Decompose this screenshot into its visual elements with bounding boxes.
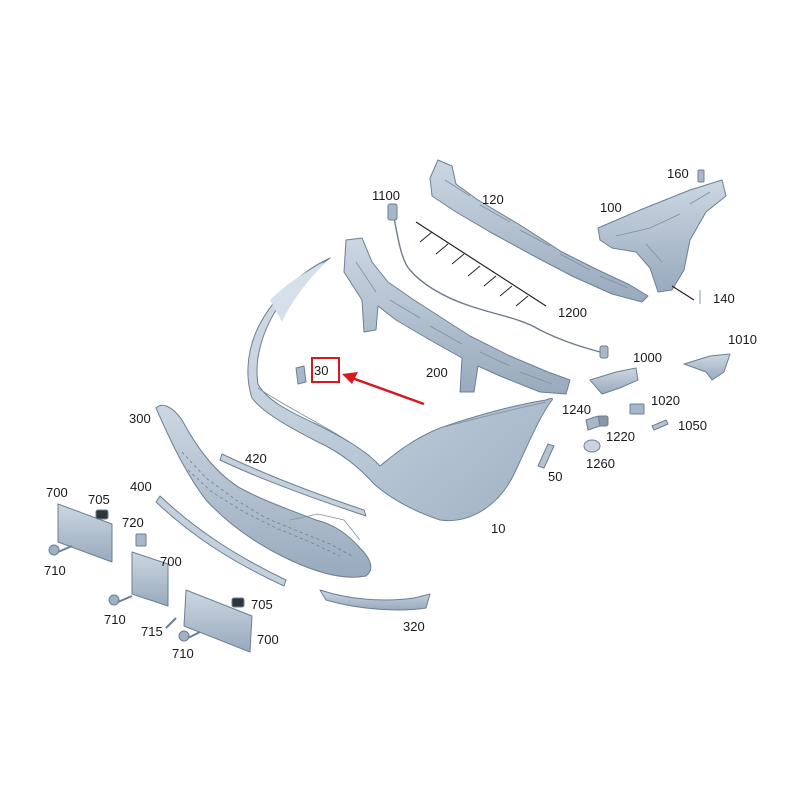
part-1100-wire-harness <box>387 203 609 359</box>
label-1100: 1100 <box>372 188 400 203</box>
label-320: 320 <box>403 619 425 634</box>
part-200-carrier <box>343 237 571 395</box>
part-420-trim-strip <box>219 453 367 517</box>
highlight-box-30 <box>311 357 340 383</box>
label-50: 50 <box>548 469 562 484</box>
label-705-a: 705 <box>88 492 110 507</box>
label-200: 200 <box>426 365 448 380</box>
label-700-a: 700 <box>46 485 68 500</box>
part-700-plate-c <box>183 589 253 653</box>
label-30: 30 <box>314 363 328 378</box>
label-710-b: 710 <box>104 612 126 627</box>
part-710-screw-b <box>108 594 133 606</box>
part-400-lower-strip <box>155 495 287 587</box>
part-30-small-piece <box>295 365 307 385</box>
part-700-plate-b <box>131 551 169 607</box>
part-1220-holder <box>585 415 601 431</box>
part-1050-clip <box>651 419 669 431</box>
label-700-c: 700 <box>257 632 279 647</box>
part-715-pin <box>165 617 177 629</box>
part-320-lip <box>319 589 431 611</box>
part-300-lower-grille <box>155 404 372 578</box>
part-120-upper-rail <box>429 159 649 303</box>
label-1240: 1240 <box>562 402 591 417</box>
label-1000: 1000 <box>633 350 662 365</box>
label-140: 140 <box>713 291 735 306</box>
label-715: 715 <box>141 624 163 639</box>
part-720-clip <box>135 533 147 547</box>
part-705-clip-a <box>95 509 109 520</box>
part-1020-sensor <box>629 403 645 415</box>
label-420: 420 <box>245 451 267 466</box>
part-710-screw-a <box>48 544 73 556</box>
label-700-b: 700 <box>160 554 182 569</box>
label-1200: 1200 <box>558 305 587 320</box>
part-1200-hatched-strip <box>415 221 547 307</box>
part-710-screw-c <box>178 630 201 642</box>
highlight-arrow <box>342 372 425 406</box>
part-705-clip-b <box>231 597 245 608</box>
part-1000-bracket <box>589 367 639 395</box>
label-1020: 1020 <box>651 393 680 408</box>
label-1220: 1220 <box>606 429 635 444</box>
label-160: 160 <box>667 166 689 181</box>
part-50-strip <box>537 443 555 469</box>
part-1010-bracket <box>683 353 731 381</box>
label-400: 400 <box>130 479 152 494</box>
label-100: 100 <box>600 200 622 215</box>
label-300: 300 <box>129 411 151 426</box>
label-1010: 1010 <box>728 332 757 347</box>
label-720: 720 <box>122 515 144 530</box>
label-710-c: 710 <box>172 646 194 661</box>
part-100-side-bracket <box>597 179 727 293</box>
part-1260-sensor <box>583 439 601 453</box>
part-160-clip <box>697 169 705 183</box>
label-10: 10 <box>491 521 505 536</box>
label-705-b: 705 <box>251 597 273 612</box>
label-120: 120 <box>482 192 504 207</box>
part-140-strip <box>671 285 701 304</box>
label-1260: 1260 <box>586 456 615 471</box>
label-710-a: 710 <box>44 563 66 578</box>
part-700-plate-a <box>57 503 113 563</box>
part-labels: 1100 120 160 100 140 1200 1010 1000 30 2… <box>44 166 757 661</box>
label-1050: 1050 <box>678 418 707 433</box>
part-10-bumper-shell <box>247 257 553 522</box>
